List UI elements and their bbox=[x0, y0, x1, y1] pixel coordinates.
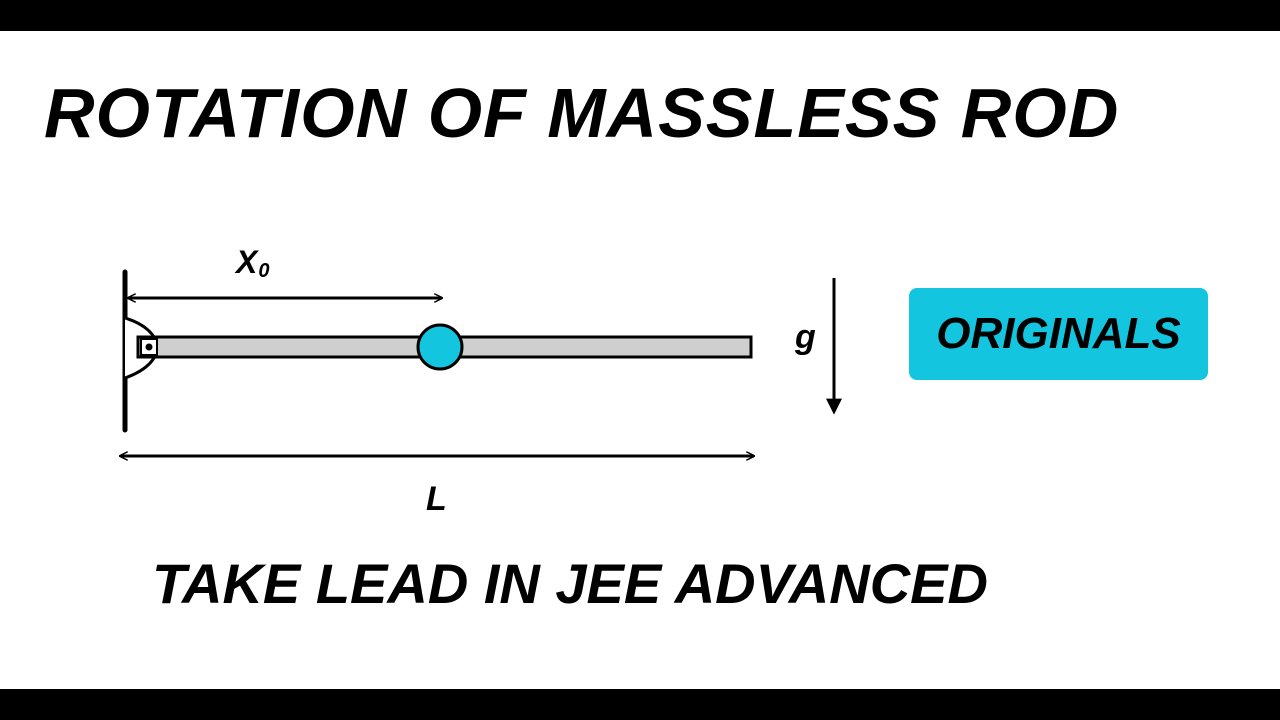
bead bbox=[416, 323, 464, 371]
slide-title: ROTATION OF MASSLESS ROD bbox=[44, 74, 1120, 152]
badge-label: ORIGINALS bbox=[936, 309, 1181, 358]
top-letterbox-bar bbox=[0, 0, 1280, 31]
gravity-label: g bbox=[794, 318, 816, 356]
originals-badge: ORIGINALS bbox=[909, 288, 1208, 380]
bottom-letterbox-bar bbox=[0, 689, 1280, 720]
slide-subtitle: TAKE LEAD IN JEE ADVANCED bbox=[152, 552, 988, 615]
x0-label: X0 bbox=[234, 244, 269, 282]
pivot-dot bbox=[145, 343, 153, 351]
length-label: L bbox=[426, 480, 447, 518]
